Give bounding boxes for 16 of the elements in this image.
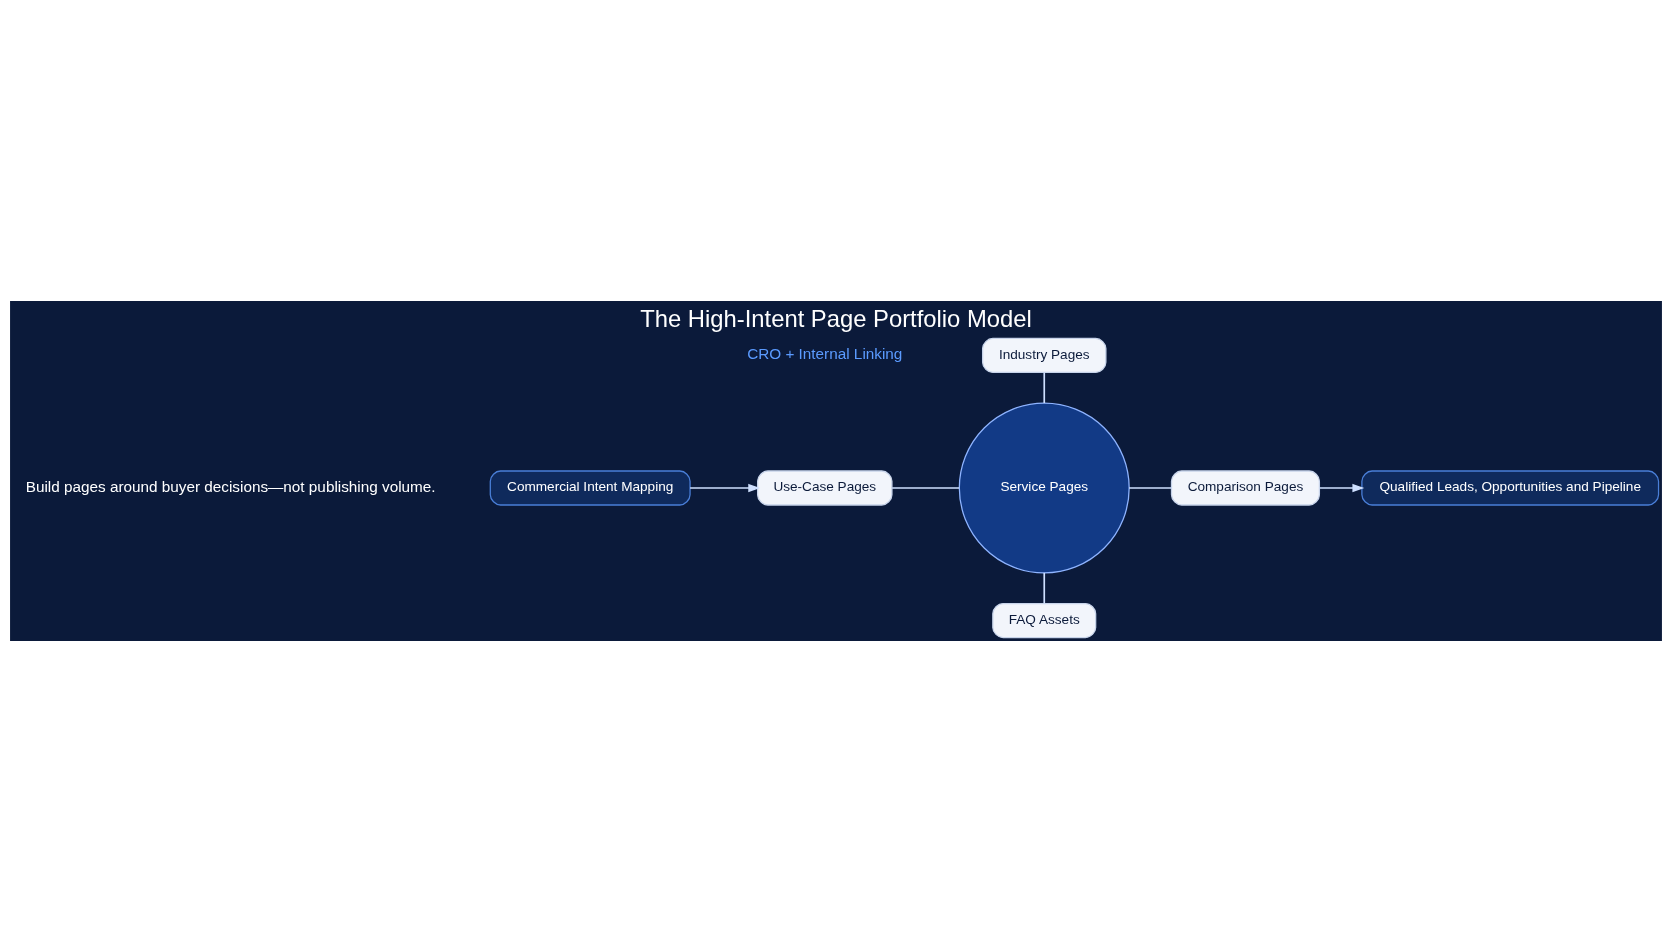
connector: [891, 486, 960, 489]
diagram-title: The High-Intent Page Portfolio Model: [640, 304, 1032, 332]
label: CRO + Internal Linking: [747, 344, 903, 362]
label: Build pages around buyer decisions—not publishing volume.: [25, 477, 436, 495]
connector: [1128, 486, 1173, 489]
node-box: Comparison Pages: [1170, 469, 1321, 506]
node-box: Qualified Leads, Opportunities and Pipeline: [1361, 469, 1660, 506]
connector: [1043, 571, 1046, 604]
arrow: [1318, 483, 1365, 492]
arrow: [689, 483, 761, 492]
node-box: Commercial Intent Mapping: [489, 469, 691, 506]
node-box: Industry Pages: [982, 337, 1107, 373]
node-box: FAQ Assets: [992, 602, 1097, 638]
connector: [1043, 371, 1046, 404]
node-box: Use-Case Pages: [757, 469, 893, 506]
node-circle: Service Pages: [958, 401, 1130, 574]
